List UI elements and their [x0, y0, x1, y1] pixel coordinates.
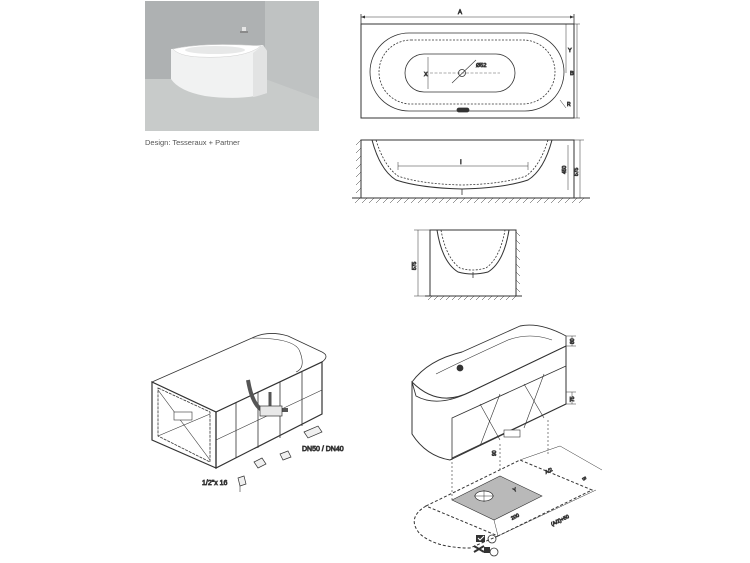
dim-drain-label: Ø52 [476, 63, 486, 69]
dim-depth-label: 450 [562, 165, 568, 174]
section-long: I 450 575 [352, 139, 590, 204]
circle-icon [487, 534, 497, 544]
dim-90-label: 90 [492, 450, 498, 456]
supply-size-label: 1/2"x 16 [202, 480, 228, 487]
dim-200-label: 200 [510, 513, 520, 522]
frame-isometric-view: DN50 / DN40 1/2"x 16 [151, 333, 344, 492]
dim-corner-label: R [567, 102, 571, 108]
check-box-icon [476, 535, 485, 542]
bathtub-photo-illustration [145, 1, 319, 131]
dim-top-label: 80 [570, 338, 576, 344]
dim-overall-width-label: B [570, 71, 574, 77]
section-short: 575 [412, 229, 522, 301]
circle-icon-2 [489, 547, 499, 557]
dim-overall-length-label: A [458, 10, 462, 16]
dim-inner-depth-label: X [424, 72, 428, 78]
dim-a-plus-label: (A/2)+50 [550, 514, 570, 528]
dim-inner-width-label: Y [568, 48, 572, 54]
dim-total-height-label: 575 [574, 167, 580, 176]
design-caption: Design: Tesseraux + Partner [145, 138, 240, 147]
legend-icons [473, 534, 499, 557]
drain-size-label: DN50 / DN40 [302, 446, 344, 453]
dim-b-label: B [580, 476, 587, 482]
dim-side-label: 75 [570, 396, 576, 402]
top-view: A Ø52 X Y B R [360, 10, 580, 119]
dim-short-height-label: 575 [412, 261, 418, 270]
product-photo [145, 1, 319, 131]
cross-icon [473, 545, 485, 553]
dim-inner-length-label: I [460, 160, 462, 166]
dim-y-label: Y [512, 487, 518, 494]
dim-a-half-label: A/2 [544, 467, 554, 476]
install-isometric-view: 80 75 A/2 B Y 200 90 (A/2)+50 [411, 324, 603, 549]
